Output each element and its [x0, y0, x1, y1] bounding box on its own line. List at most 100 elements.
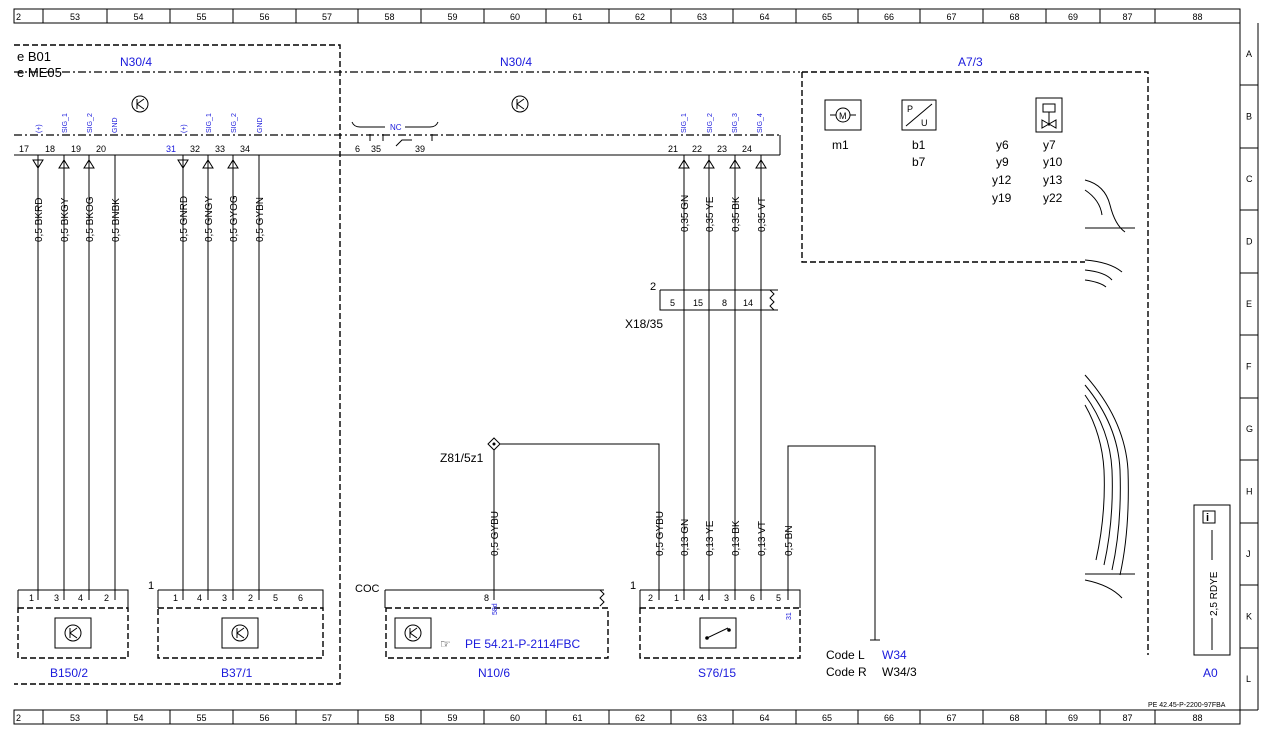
transistor-icon — [131, 95, 149, 113]
pin: 1 — [29, 593, 34, 603]
pin: 2 — [248, 593, 253, 603]
label-b37-1: B37/1 — [221, 666, 253, 680]
sig-label: SIG_1 — [206, 113, 213, 133]
label-a0: A0 — [1203, 666, 1218, 680]
a0-block: i 2,5 RDYE A0 — [1193, 504, 1231, 680]
ruler-label: 67 — [947, 713, 957, 723]
wire-label: 0,5 BNBK — [111, 198, 122, 242]
a7-b7: b7 — [912, 155, 926, 169]
ruler-label: 88 — [1193, 12, 1203, 22]
ruler-label: 67 — [947, 12, 957, 22]
sig-label: SIG_3 — [732, 113, 739, 133]
pin: 2 — [104, 593, 109, 603]
ruler-label: 57 — [322, 713, 332, 723]
wire-label: 0,5 GYBU — [490, 511, 501, 556]
ruler-label: C — [1246, 174, 1253, 184]
pin-18: 18 — [45, 144, 55, 154]
code-l-w34: W34 — [882, 648, 907, 662]
pin: 8 — [484, 593, 489, 603]
label-e-b01: e B01 — [17, 49, 51, 64]
sig-label: SIG_4 — [757, 113, 764, 133]
pe-reference-link[interactable]: PE 54.21-P-2114FBC — [465, 637, 581, 651]
coc-label: COC — [355, 583, 380, 595]
nc-switch: NC 6 35 39 — [351, 121, 439, 154]
ruler-label: 64 — [760, 713, 770, 723]
pin-35: 35 — [371, 144, 381, 154]
a7-y9: y9 — [996, 155, 1009, 169]
ruler-label: 54 — [134, 713, 144, 723]
wire-label: 0,5 GYOG — [229, 195, 240, 242]
ruler-label: 68 — [1010, 12, 1020, 22]
sig-label: SIG_2 — [707, 113, 714, 133]
document-id: PE 42.45-P-2200-97FBA — [1148, 702, 1226, 709]
wire-label: 0,35 VT — [757, 197, 768, 232]
ruler-label: 61 — [573, 12, 583, 22]
component-b150-2: 1 3 4 2 B150/2 — [17, 589, 129, 680]
x18-pin-5: 5 — [670, 298, 675, 308]
x18-pin-15: 15 — [693, 298, 703, 308]
pin-33: 33 — [215, 144, 225, 154]
wire-label: 0,5 BN — [784, 525, 795, 556]
nc-label: NC — [390, 123, 402, 132]
ruler-label: 53 — [70, 713, 80, 723]
pin: 5 — [776, 593, 781, 603]
component-n10-6: COC 8 58d ☞ PE 54.21-P-2114FBC N10/6 — [355, 583, 609, 680]
ruler-label: 65 — [822, 713, 832, 723]
ruler-label: 56 — [260, 12, 270, 22]
ruler-label: E — [1246, 299, 1252, 309]
ruler-label: J — [1246, 549, 1251, 559]
svg-text:M: M — [839, 111, 847, 121]
x18-pin-14: 14 — [743, 298, 753, 308]
splice-z81-5z1: Z81/5z1 — [440, 437, 660, 600]
ruler-label: D — [1246, 237, 1253, 247]
pin: 3 — [54, 593, 59, 603]
outline-curves — [1084, 179, 1135, 599]
ruler-label: 69 — [1068, 12, 1078, 22]
ruler-label: 65 — [822, 12, 832, 22]
pin: 4 — [699, 593, 704, 603]
wire-label: 0,5 GYBU — [655, 511, 666, 556]
ruler-label: K — [1246, 612, 1252, 622]
sig-label: SIG_2 — [87, 113, 94, 133]
svg-text:U: U — [921, 118, 928, 128]
pin: 4 — [197, 593, 202, 603]
pin-21: 21 — [668, 144, 678, 154]
label-n30-4-mid: N30/4 — [500, 55, 532, 69]
wire-group-left — [32, 155, 260, 600]
ruler-label: L — [1246, 674, 1251, 684]
pin: 1 — [148, 580, 154, 592]
x18-35-label: X18/35 — [625, 317, 663, 331]
wire-label: 0,13 GN — [680, 519, 691, 556]
svg-text:P: P — [907, 104, 913, 114]
wire-label: 0,35 YE — [705, 196, 716, 232]
label-e-me05: e ME05 — [17, 65, 62, 80]
ruler-label: 59 — [448, 713, 458, 723]
ruler-label: 64 — [760, 12, 770, 22]
a0-wire-label: 2,5 RDYE — [1209, 571, 1220, 616]
wire-label: 0,35 GN — [680, 195, 691, 232]
transistor-icon — [511, 95, 529, 113]
ruler-label: 56 — [260, 713, 270, 723]
pressure-sensor-icon: P U — [901, 99, 937, 131]
z81-label: Z81/5z1 — [440, 451, 484, 465]
wire-group-right — [678, 155, 767, 600]
sig-label: SIG_1 — [62, 113, 69, 133]
label-b150-2: B150/2 — [50, 666, 88, 680]
ruler-label: 66 — [884, 12, 894, 22]
pin: 5 — [273, 593, 278, 603]
wire-label: 0,13 VT — [757, 521, 768, 556]
ruler-label: 69 — [1068, 713, 1078, 723]
a7-m1: m1 — [832, 138, 849, 152]
ruler-label: 61 — [573, 713, 583, 723]
ruler-label: 87 — [1123, 12, 1133, 22]
ruler-label: F — [1246, 362, 1252, 372]
pin-31: 31 — [166, 144, 176, 154]
ruler-label: 55 — [197, 713, 207, 723]
component-s76-15: 1 2 1 4 3 6 5 31 S76/15 — [630, 580, 801, 680]
ruler-label: 55 — [197, 12, 207, 22]
ruler-label: 88 — [1193, 713, 1203, 723]
ruler-label: 63 — [697, 12, 707, 22]
a7-3-boundary — [801, 71, 1149, 655]
